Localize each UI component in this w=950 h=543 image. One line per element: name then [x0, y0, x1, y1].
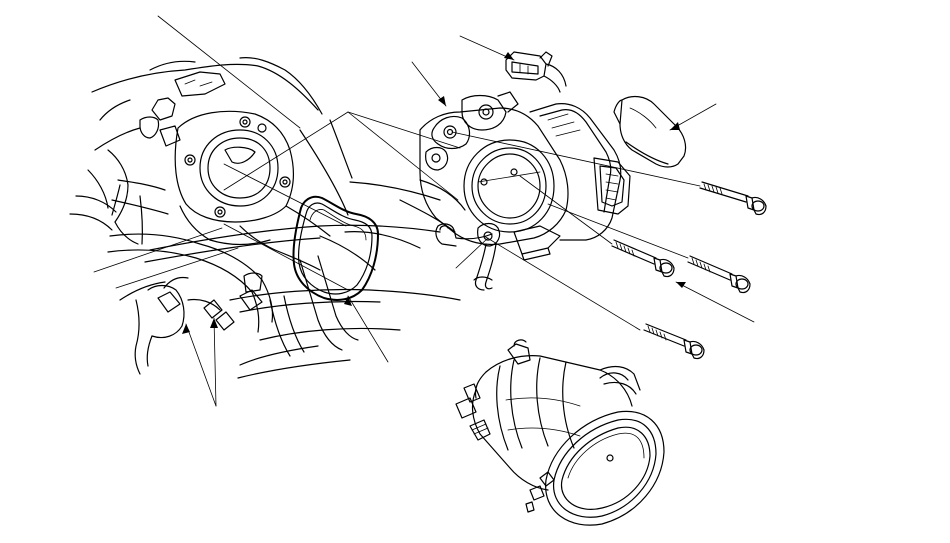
gasket-guide-line	[347, 111, 459, 201]
bolt-guide-line-2	[519, 175, 613, 245]
bolt-guide-line-1	[451, 131, 701, 187]
arrowhead-throttle	[438, 96, 446, 106]
arrowhead-bolt	[676, 282, 686, 288]
flange-to-gasket-leader	[223, 223, 349, 291]
manifold-top-leader	[157, 15, 301, 129]
flange-bolt-drawing	[611, 181, 767, 360]
throttle-guide-line-b	[455, 237, 489, 269]
bolt-4	[643, 323, 705, 360]
manifold-flange-leader-a	[223, 111, 349, 191]
gasket-leader	[347, 295, 389, 363]
callout-leaders	[93, 15, 755, 407]
connector-leader	[459, 35, 515, 61]
intake-duct-drawing	[455, 339, 665, 526]
flange-guide-line	[223, 163, 347, 227]
bolt-leader	[675, 281, 755, 323]
arrowhead-clamp-1	[182, 324, 190, 334]
arrowhead-clamp-2	[210, 318, 218, 328]
bolt-3	[687, 255, 751, 294]
electrical-connector-drawing	[505, 51, 567, 93]
intake-manifold-drawing	[69, 57, 466, 379]
bolt-guide-line-3	[547, 203, 689, 259]
sensor-cover-drawing	[613, 95, 687, 168]
bolt-1	[699, 181, 767, 216]
throttle-body-drawing	[419, 91, 631, 291]
throttle-guide-line-a	[483, 235, 641, 331]
arrowhead-cover	[670, 122, 680, 130]
manifold-left-leader-2	[115, 247, 239, 289]
manifold-flange-leader-b	[347, 111, 461, 149]
bolt-2	[611, 239, 675, 278]
arrowhead-gasket	[344, 296, 352, 306]
arrowhead-connector	[504, 52, 514, 60]
hose-clamp-leader	[185, 323, 217, 407]
hose-clamp-leader-2	[213, 317, 217, 407]
manifold-left-leader	[93, 227, 223, 273]
gasket-ring-drawing	[292, 195, 379, 301]
